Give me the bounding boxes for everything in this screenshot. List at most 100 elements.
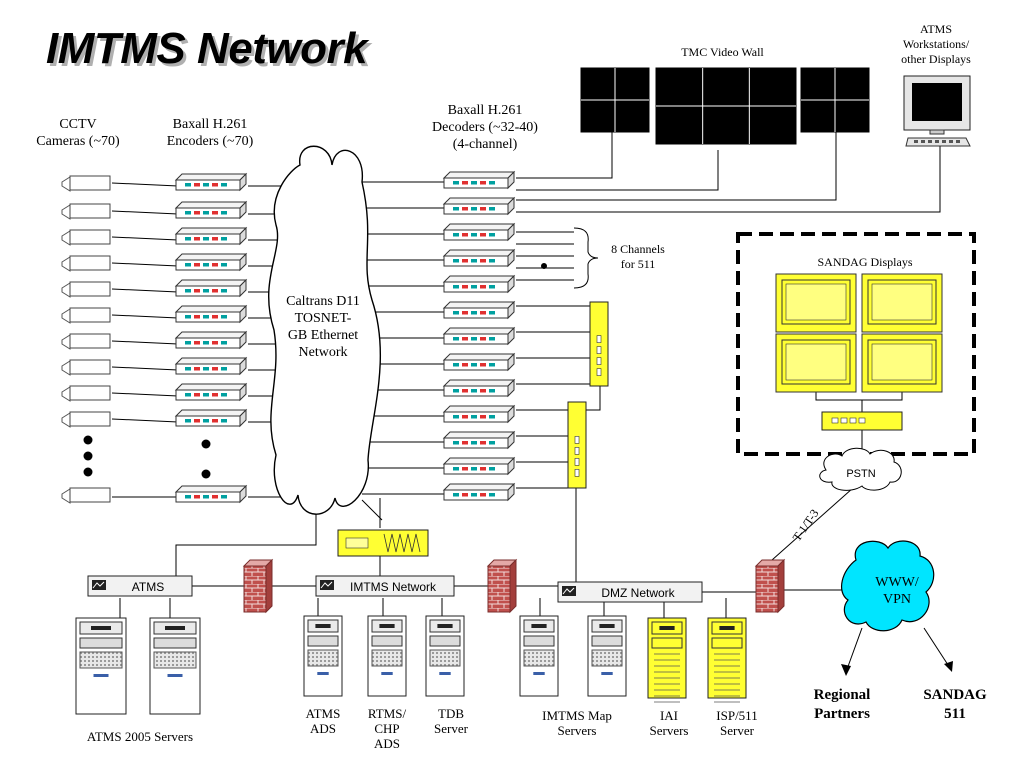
cctv-camera-icon	[61, 307, 111, 324]
wire	[516, 130, 837, 201]
decoder-device-icon	[442, 248, 516, 268]
encoder-device-icon	[174, 382, 248, 402]
imtms-map-server-icon	[587, 615, 627, 697]
cctv-camera-icon	[61, 487, 111, 504]
decoder-device-icon	[442, 378, 516, 398]
ellipsis-dot-icon	[83, 435, 93, 445]
wire	[575, 386, 601, 588]
encoder-device-icon	[174, 304, 248, 324]
encoder-device-icon	[174, 200, 248, 220]
rtms-chp-ads-label: RTMS/ CHP ADS	[367, 706, 407, 751]
video-wall-screen-icon	[655, 67, 797, 145]
sandag-511-label: SANDAG 511	[923, 687, 987, 722]
network-hub-icon	[589, 301, 609, 387]
encoder-device-icon	[174, 278, 248, 298]
atms-network-bar-text: ATMS	[132, 580, 164, 594]
firewall-icon	[754, 558, 786, 614]
encoder-device-icon	[174, 330, 248, 350]
arrow-head-icon	[944, 661, 953, 672]
decoder-device-icon	[442, 196, 516, 216]
cctv-camera-icon	[61, 385, 111, 402]
encoder-device-icon	[174, 252, 248, 272]
cctv-label: CCTV Cameras (~70)	[36, 117, 120, 149]
wire	[111, 366, 179, 371]
decoder-device-icon	[442, 482, 516, 502]
wire	[111, 392, 179, 397]
encoder-device-icon	[174, 172, 248, 192]
cctv-camera-icon	[61, 175, 111, 192]
wire	[862, 392, 903, 401]
sandag-displays-label: SANDAG Displays	[817, 255, 913, 269]
imtms-map-server-icon	[519, 615, 559, 697]
imtms-map-servers-label: IMTMS Map Servers	[542, 708, 612, 738]
encoder-device-icon	[174, 408, 248, 428]
arrow-head-icon	[841, 664, 851, 676]
decoder-device-icon	[442, 456, 516, 476]
ellipsis-dot-icon	[201, 469, 211, 479]
wire	[815, 392, 863, 414]
wire	[361, 499, 383, 521]
isp-511-server-label: ISP/511 Server	[716, 708, 758, 738]
wire	[111, 418, 179, 423]
decoder-device-icon	[442, 170, 516, 190]
ellipsis-dot-icon	[201, 439, 211, 449]
decoder-device-icon	[442, 300, 516, 320]
www-label: WWW/ VPN	[875, 575, 919, 607]
encoder-device-icon	[174, 484, 248, 504]
wire	[111, 340, 179, 345]
encoders-label: Baxall H.261 Encoders (~70)	[166, 117, 254, 149]
cctv-camera-icon	[61, 281, 111, 298]
decoder-device-icon	[442, 430, 516, 450]
brace-icon	[573, 227, 599, 289]
ethernet-cloud-icon	[268, 145, 382, 515]
tdb-server-label: TDB Server	[434, 706, 468, 736]
imtms-network-bar: IMTMS Network	[315, 575, 455, 597]
atms-2005-server-icon	[75, 617, 127, 715]
isp-511-server-icon	[707, 617, 747, 703]
cctv-camera-icon	[61, 333, 111, 350]
decoders-label: Baxall H.261 Decoders (~32-40) (4-channe…	[432, 103, 538, 152]
wire	[111, 314, 179, 319]
atms-2005-servers-label: ATMS 2005 Servers	[86, 729, 194, 744]
network-hub-icon	[567, 401, 587, 489]
channels-label: 8 Channels for 511	[611, 242, 665, 271]
cloud-label: Caltrans D11 TOSNET- GB Ethernet Network	[286, 294, 360, 360]
display-monitor-icon	[775, 273, 857, 333]
workstation-monitor-icon	[903, 75, 971, 147]
wire	[111, 236, 179, 241]
wire	[771, 479, 863, 561]
pstn-cloud-icon	[819, 447, 902, 491]
iai-servers-label: IAI Servers	[649, 708, 689, 738]
imtms-switch-icon	[337, 529, 429, 557]
decoder-device-icon	[442, 222, 516, 242]
dmz-network-bar-text: DMZ Network	[601, 586, 675, 600]
ellipsis-dot-icon	[83, 467, 93, 477]
video-wall-screen-icon	[580, 67, 650, 133]
atms-2005-server-icon	[149, 617, 201, 715]
atms-network-bar: ATMS	[87, 575, 193, 597]
decoder-device-icon	[442, 352, 516, 372]
atms-ads-label: ATMS ADS	[305, 706, 341, 736]
display-monitor-icon	[775, 333, 857, 393]
tdb-server-icon	[425, 615, 465, 697]
www-vpn-cloud-icon	[840, 540, 935, 632]
dmz-network-bar: DMZ Network	[557, 581, 703, 603]
encoder-device-icon	[174, 226, 248, 246]
imtms-network-bar-text: IMTMS Network	[350, 580, 437, 594]
wire	[111, 262, 179, 267]
wire	[175, 495, 317, 578]
atms-ads-server-icon	[303, 615, 343, 697]
decoder-device-icon	[442, 326, 516, 346]
device-layer: ATMS IMTMS Network DMZ Network	[61, 67, 976, 715]
page-title: IMTMS Network	[46, 24, 368, 73]
cctv-camera-icon	[61, 203, 111, 220]
rtms-chp-ads-server-icon	[367, 615, 407, 697]
pstn-label: PSTN	[846, 468, 876, 480]
video-wall-label: TMC Video Wall	[681, 45, 764, 59]
cctv-camera-icon	[61, 229, 111, 246]
sandag-switch-icon	[821, 411, 903, 431]
cctv-camera-icon	[61, 255, 111, 272]
iai-server-icon	[647, 617, 687, 703]
